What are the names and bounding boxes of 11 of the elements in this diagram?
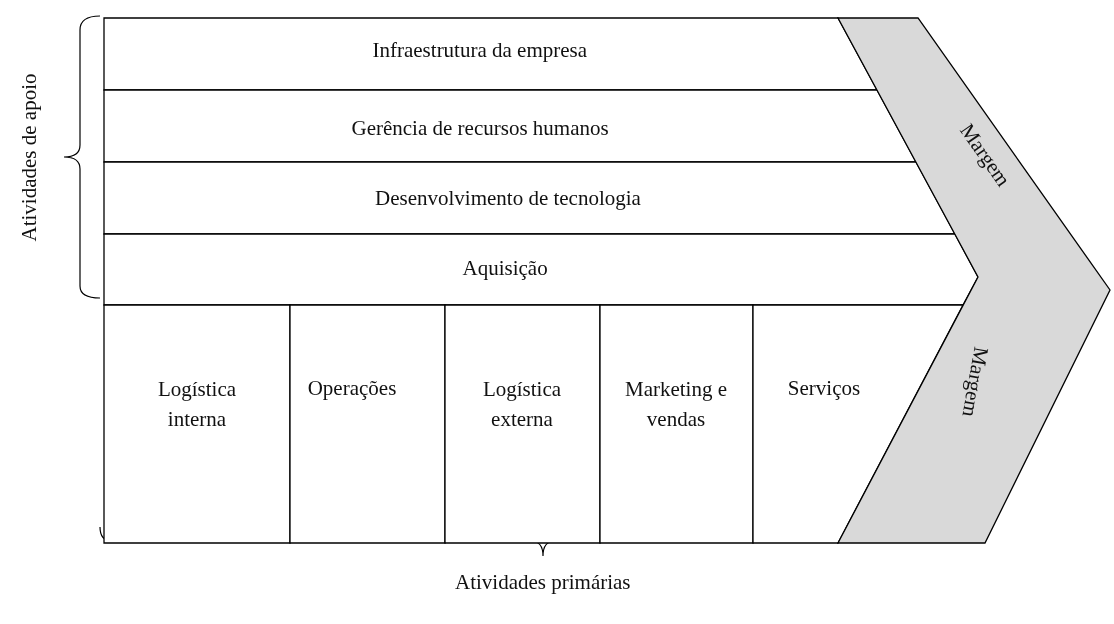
primary-activity-column: Operações bbox=[290, 305, 445, 543]
brace-label: Atividades primárias bbox=[455, 569, 631, 595]
primary-activity-column: Marketing e vendas bbox=[600, 305, 753, 543]
primary-activity-column: Logística externa bbox=[445, 305, 600, 543]
primary-activity-column: Logística interna bbox=[104, 305, 290, 543]
support-activity-band: Desenvolvimento de tecnologia bbox=[104, 162, 955, 234]
brace-label: Atividades de apoio bbox=[17, 73, 43, 241]
support-activity-band: Aquisição bbox=[104, 234, 978, 305]
support-activity-band: Gerência de recursos humanos bbox=[104, 90, 916, 162]
support-activity-band: Infraestrutura da empresa bbox=[104, 18, 877, 90]
primary-activity-column: Serviços bbox=[753, 305, 963, 543]
